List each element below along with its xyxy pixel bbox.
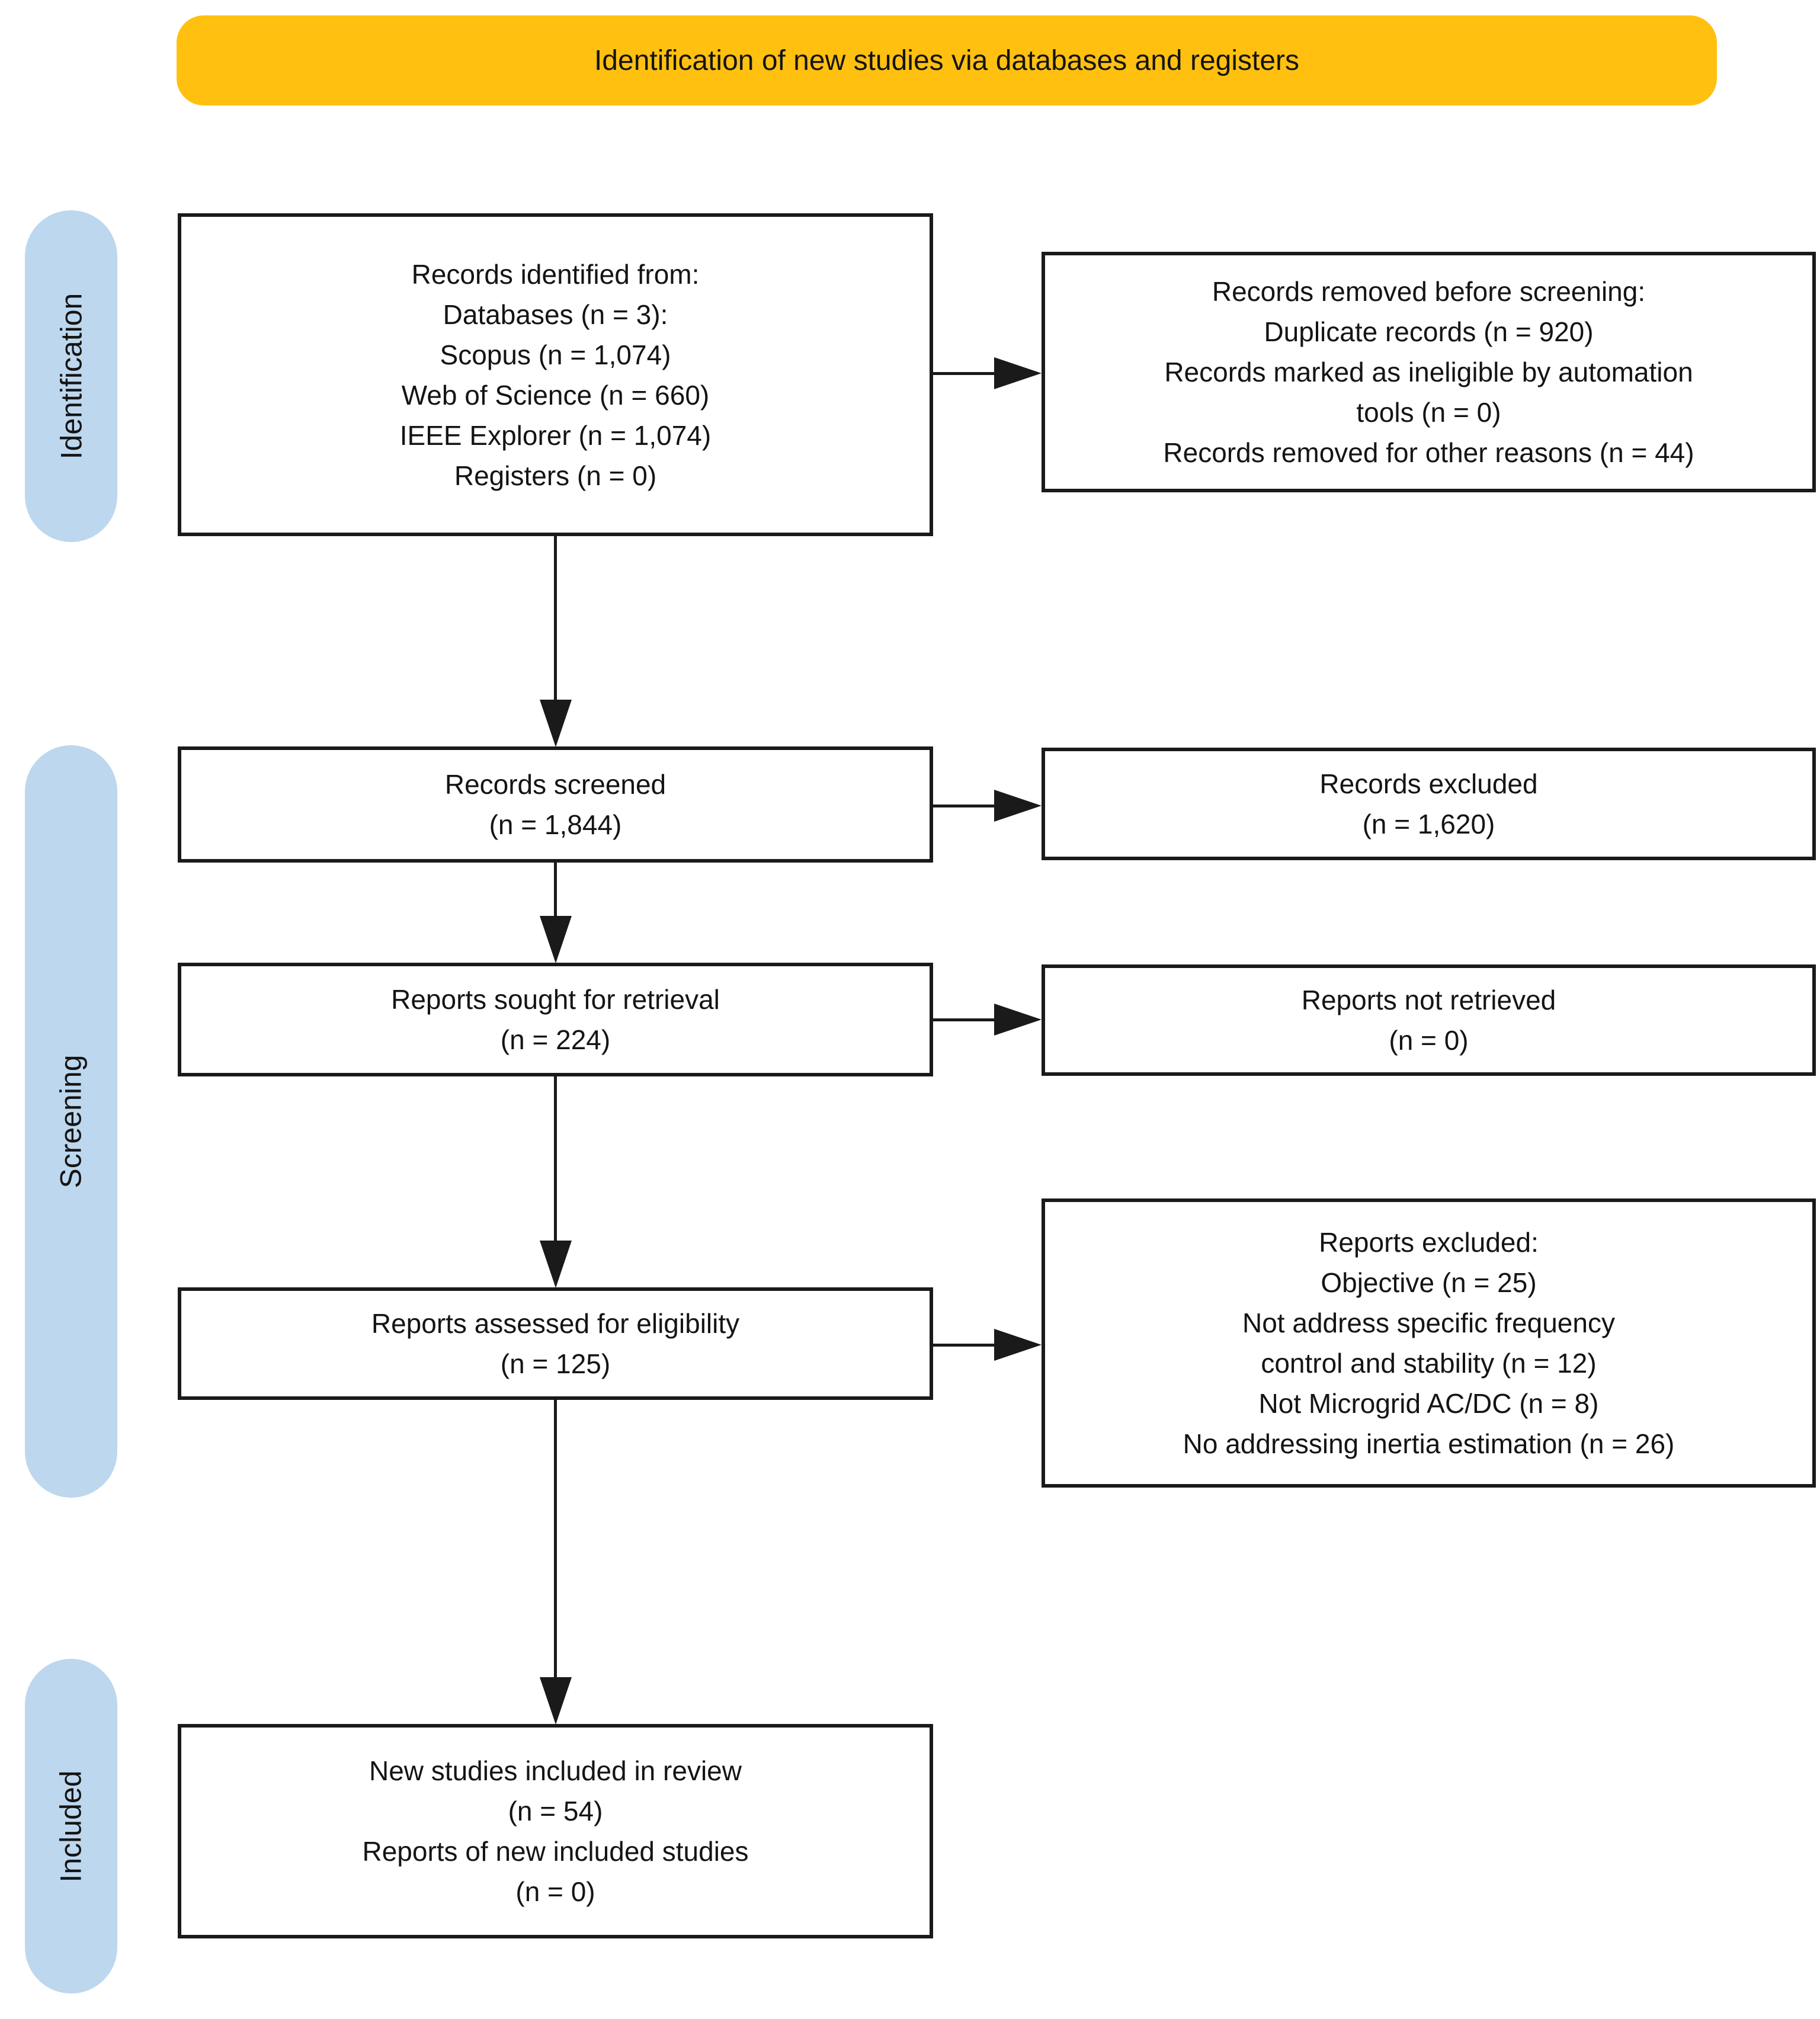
- arrow-sought-to-assessed-head: [540, 1241, 572, 1288]
- box-line: Reports assessed for eligibility: [371, 1308, 740, 1339]
- box-line: Reports sought for retrieval: [391, 984, 720, 1015]
- box-line: Records removed for other reasons (n = 4…: [1163, 437, 1694, 468]
- box-line: Scopus (n = 1,074): [440, 339, 671, 370]
- arrow-identified-to-removed-head: [994, 357, 1042, 389]
- arrow-sought-to-not-retrieved-line: [933, 1018, 995, 1021]
- box-line: Records excluded: [1319, 768, 1538, 799]
- box-reports-assessed: Reports assessed for eligibility (n = 12…: [178, 1287, 933, 1400]
- stage-pill-included: Included: [25, 1659, 117, 1994]
- box-line: Not Microgrid AC/DC (n = 8): [1258, 1388, 1599, 1419]
- box-records-excluded: Records excluded (n = 1,620): [1042, 748, 1816, 860]
- box-line: IEEE Explorer (n = 1,074): [399, 419, 712, 451]
- stage-label-screening: Screening: [55, 1055, 88, 1188]
- arrow-sought-to-assessed-line: [554, 1075, 557, 1241]
- arrow-identified-to-screened-head: [540, 700, 572, 747]
- box-records-identified: Records identified from: Databases (n = …: [178, 213, 933, 536]
- arrow-screened-to-sought-line: [554, 861, 557, 916]
- box-line: New studies included in review: [369, 1755, 742, 1786]
- arrow-screened-to-excluded-head: [994, 790, 1042, 822]
- stage-pill-identification: Identification: [25, 210, 117, 542]
- box-line: Reports excluded:: [1319, 1227, 1539, 1258]
- box-records-screened: Records screened (n = 1,844): [178, 746, 933, 863]
- box-line: (n = 54): [508, 1796, 603, 1826]
- banner-label: Identification of new studies via databa…: [594, 44, 1300, 76]
- box-line: Reports of new included studies: [362, 1836, 749, 1867]
- arrow-identified-to-screened-line: [554, 535, 557, 701]
- box-line: Records marked as ineligible by automati…: [1164, 357, 1693, 387]
- stage-label-included: Included: [55, 1770, 88, 1883]
- arrow-screened-to-sought-head: [540, 916, 572, 963]
- arrow-assessed-to-excluded-head: [994, 1329, 1042, 1361]
- box-line: Duplicate records (n = 920): [1264, 316, 1594, 347]
- stage-pill-screening: Screening: [25, 745, 117, 1498]
- box-line: Records removed before screening:: [1212, 276, 1646, 307]
- box-new-studies-included: New studies included in review (n = 54) …: [178, 1724, 933, 1938]
- arrow-assessed-to-included-line: [554, 1399, 557, 1678]
- box-records-removed: Records removed before screening: Duplic…: [1042, 252, 1816, 492]
- box-line: control and stability (n = 12): [1261, 1348, 1597, 1379]
- box-reports-excluded: Reports excluded: Objective (n = 25) Not…: [1042, 1198, 1816, 1488]
- box-line: Databases (n = 3):: [443, 299, 668, 330]
- box-line: (n = 0): [515, 1876, 595, 1907]
- arrow-sought-to-not-retrieved-head: [994, 1004, 1042, 1036]
- box-reports-not-retrieved: Reports not retrieved (n = 0): [1042, 964, 1816, 1076]
- banner: Identification of new studies via databa…: [177, 15, 1717, 105]
- box-line: tools (n = 0): [1356, 397, 1501, 428]
- arrow-identified-to-removed-line: [933, 372, 995, 375]
- box-line: Not address specific frequency: [1242, 1307, 1615, 1338]
- arrow-screened-to-excluded-line: [933, 805, 995, 807]
- arrow-assessed-to-excluded-line: [933, 1344, 995, 1347]
- box-line: Objective (n = 25): [1321, 1267, 1537, 1298]
- box-line: (n = 125): [500, 1348, 611, 1379]
- box-line: Records identified from:: [411, 258, 700, 290]
- box-line: Registers (n = 0): [454, 460, 657, 491]
- box-line: (n = 0): [1389, 1025, 1469, 1056]
- box-line: Records screened: [444, 769, 667, 800]
- box-line: (n = 1,620): [1362, 809, 1495, 839]
- arrow-assessed-to-included-head: [540, 1677, 572, 1725]
- box-reports-sought: Reports sought for retrieval (n = 224): [178, 963, 933, 1076]
- box-line: Reports not retrieved: [1301, 985, 1556, 1015]
- stage-label-identification: Identification: [55, 293, 88, 460]
- box-line: Web of Science (n = 660): [401, 379, 710, 411]
- box-line: (n = 1,844): [489, 809, 622, 840]
- box-line: No addressing inertia estimation (n = 26…: [1183, 1428, 1675, 1459]
- box-line: (n = 224): [500, 1024, 611, 1055]
